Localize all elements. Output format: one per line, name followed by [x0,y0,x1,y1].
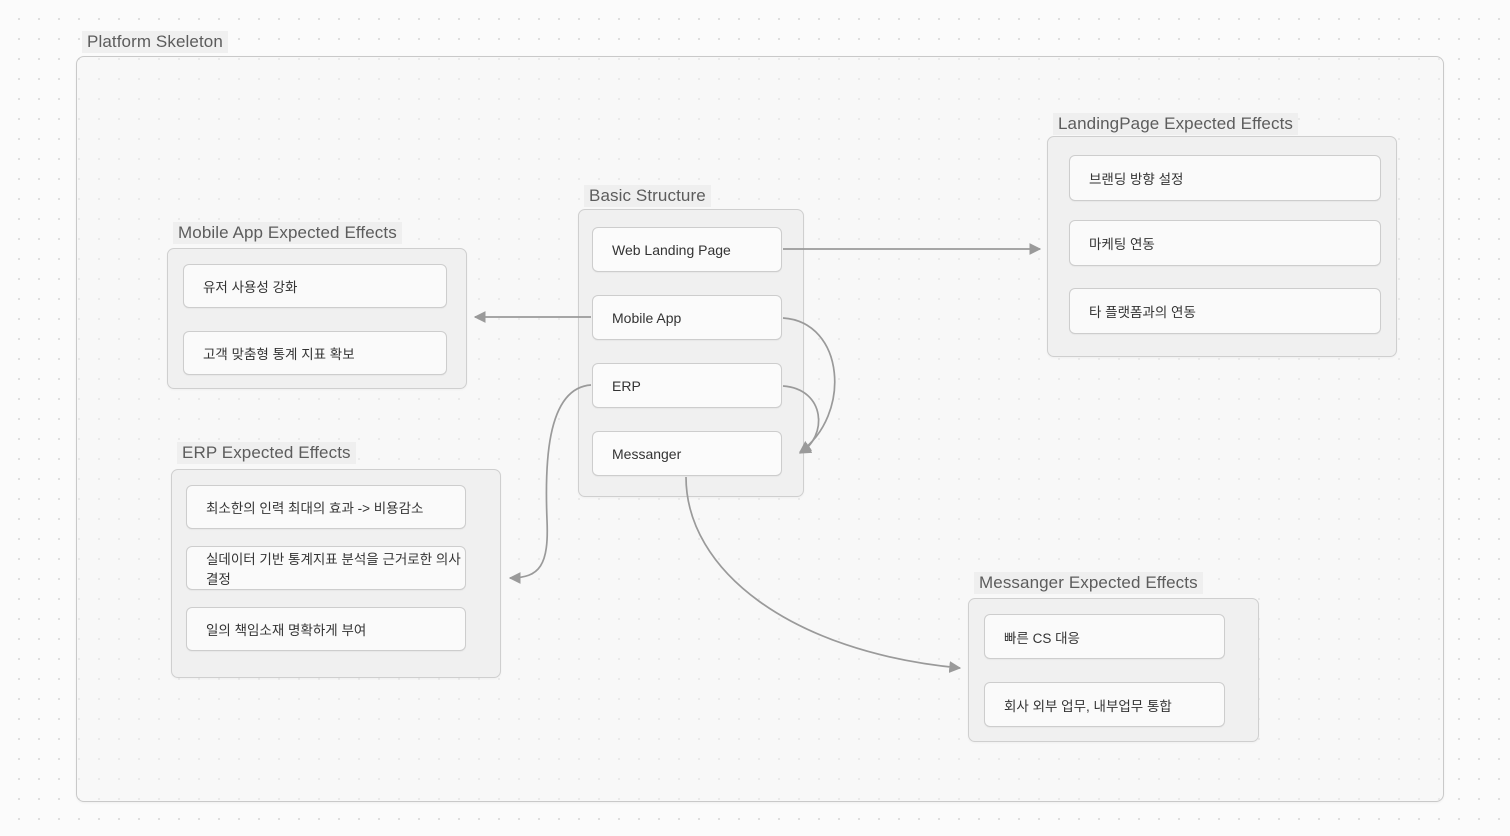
card-messanger[interactable]: Messanger [592,431,782,476]
card-custom-statistics[interactable]: 고객 맞춤형 통계 지표 확보 [183,331,447,375]
group-erp-effects-title: ERP Expected Effects [177,442,356,464]
platform-skeleton-title: Platform Skeleton [82,31,228,53]
group-messanger-effects-title: Messanger Expected Effects [974,572,1203,594]
group-landingpage-effects-title: LandingPage Expected Effects [1053,113,1298,135]
card-web-landing-page[interactable]: Web Landing Page [592,227,782,272]
card-fast-cs-response[interactable]: 빠른 CS 대응 [984,614,1225,659]
card-branding-direction[interactable]: 브랜딩 방향 설정 [1069,155,1381,201]
group-basic-structure-title: Basic Structure [584,185,711,207]
group-mobile-app-effects-title: Mobile App Expected Effects [173,222,402,244]
card-marketing-integration[interactable]: 마케팅 연동 [1069,220,1381,266]
card-mobile-app[interactable]: Mobile App [592,295,782,340]
card-user-usability[interactable]: 유저 사용성 강화 [183,264,447,308]
card-responsibility-assignment[interactable]: 일의 책임소재 명확하게 부여 [186,607,466,651]
card-erp[interactable]: ERP [592,363,782,408]
card-data-driven-decision[interactable]: 실데이터 기반 통계지표 분석을 근거로한 의사결정 [186,546,466,590]
card-other-platform-integration[interactable]: 타 플랫폼과의 연동 [1069,288,1381,334]
card-internal-external-integration[interactable]: 회사 외부 업무, 내부업무 통합 [984,682,1225,727]
card-minimal-manpower[interactable]: 최소한의 인력 최대의 효과 -> 비용감소 [186,485,466,529]
